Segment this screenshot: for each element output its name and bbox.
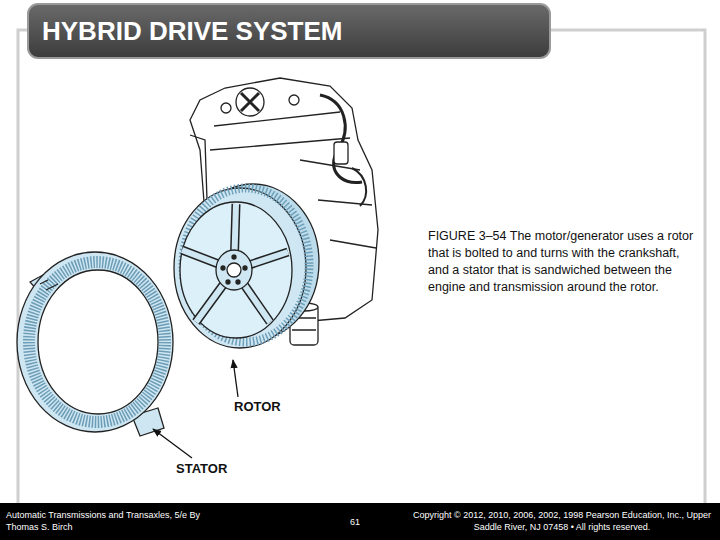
- figure-caption: FIGURE 3–54 The motor/generator uses a r…: [428, 228, 696, 296]
- rotor-drawing: [182, 204, 288, 322]
- slide-frame: [18, 30, 705, 508]
- stator-drawing: [38, 270, 158, 414]
- leader-line: [153, 360, 238, 458]
- leader-line: [153, 429, 192, 458]
- part-label: ROTOR: [234, 399, 281, 414]
- rotor-drawing: [236, 280, 240, 284]
- footer-text: 61: [335, 516, 375, 528]
- engine-drawing: [241, 93, 259, 111]
- engine-drawing: [352, 168, 366, 206]
- rotor-drawing: [232, 255, 236, 259]
- engine-drawing: [236, 88, 264, 116]
- stator-drawing: [17, 252, 173, 436]
- stator-drawing: [17, 252, 173, 432]
- slide-title: HYBRID DRIVE SYSTEM: [42, 10, 343, 52]
- rotor-drawing: [180, 202, 292, 338]
- footer-band: Automatic Transmissions and Transaxles, …: [0, 503, 720, 540]
- footer-text: Copyright © 2012, 2010, 2006, 2002, 1998…: [412, 509, 712, 533]
- rotor-drawing: [174, 184, 319, 348]
- engine-drawing: [334, 142, 348, 164]
- engine-drawing: [289, 95, 299, 105]
- rotor-drawing: [243, 266, 247, 270]
- rotor-drawing: [216, 250, 252, 290]
- title-tab: [28, 4, 550, 58]
- stator-drawing: [29, 262, 165, 422]
- stator-drawing: [40, 280, 58, 290]
- rotor-drawing: [221, 266, 225, 270]
- rotor-drawing: [182, 204, 288, 322]
- leader-line: [233, 360, 238, 397]
- title-tab: [28, 4, 550, 58]
- slide-frame: [18, 30, 705, 508]
- rotor-drawing: [227, 263, 241, 277]
- engine-drawing: [190, 135, 207, 200]
- rotor-drawing: [174, 188, 306, 348]
- engine-drawing: [210, 138, 350, 150]
- engine-drawing: [221, 103, 231, 113]
- rotor-drawing: [226, 280, 230, 284]
- footer-text: Automatic Transmissions and Transaxles, …: [6, 509, 211, 533]
- engine-drawing: [214, 112, 340, 126]
- part-label: STATOR: [176, 461, 227, 476]
